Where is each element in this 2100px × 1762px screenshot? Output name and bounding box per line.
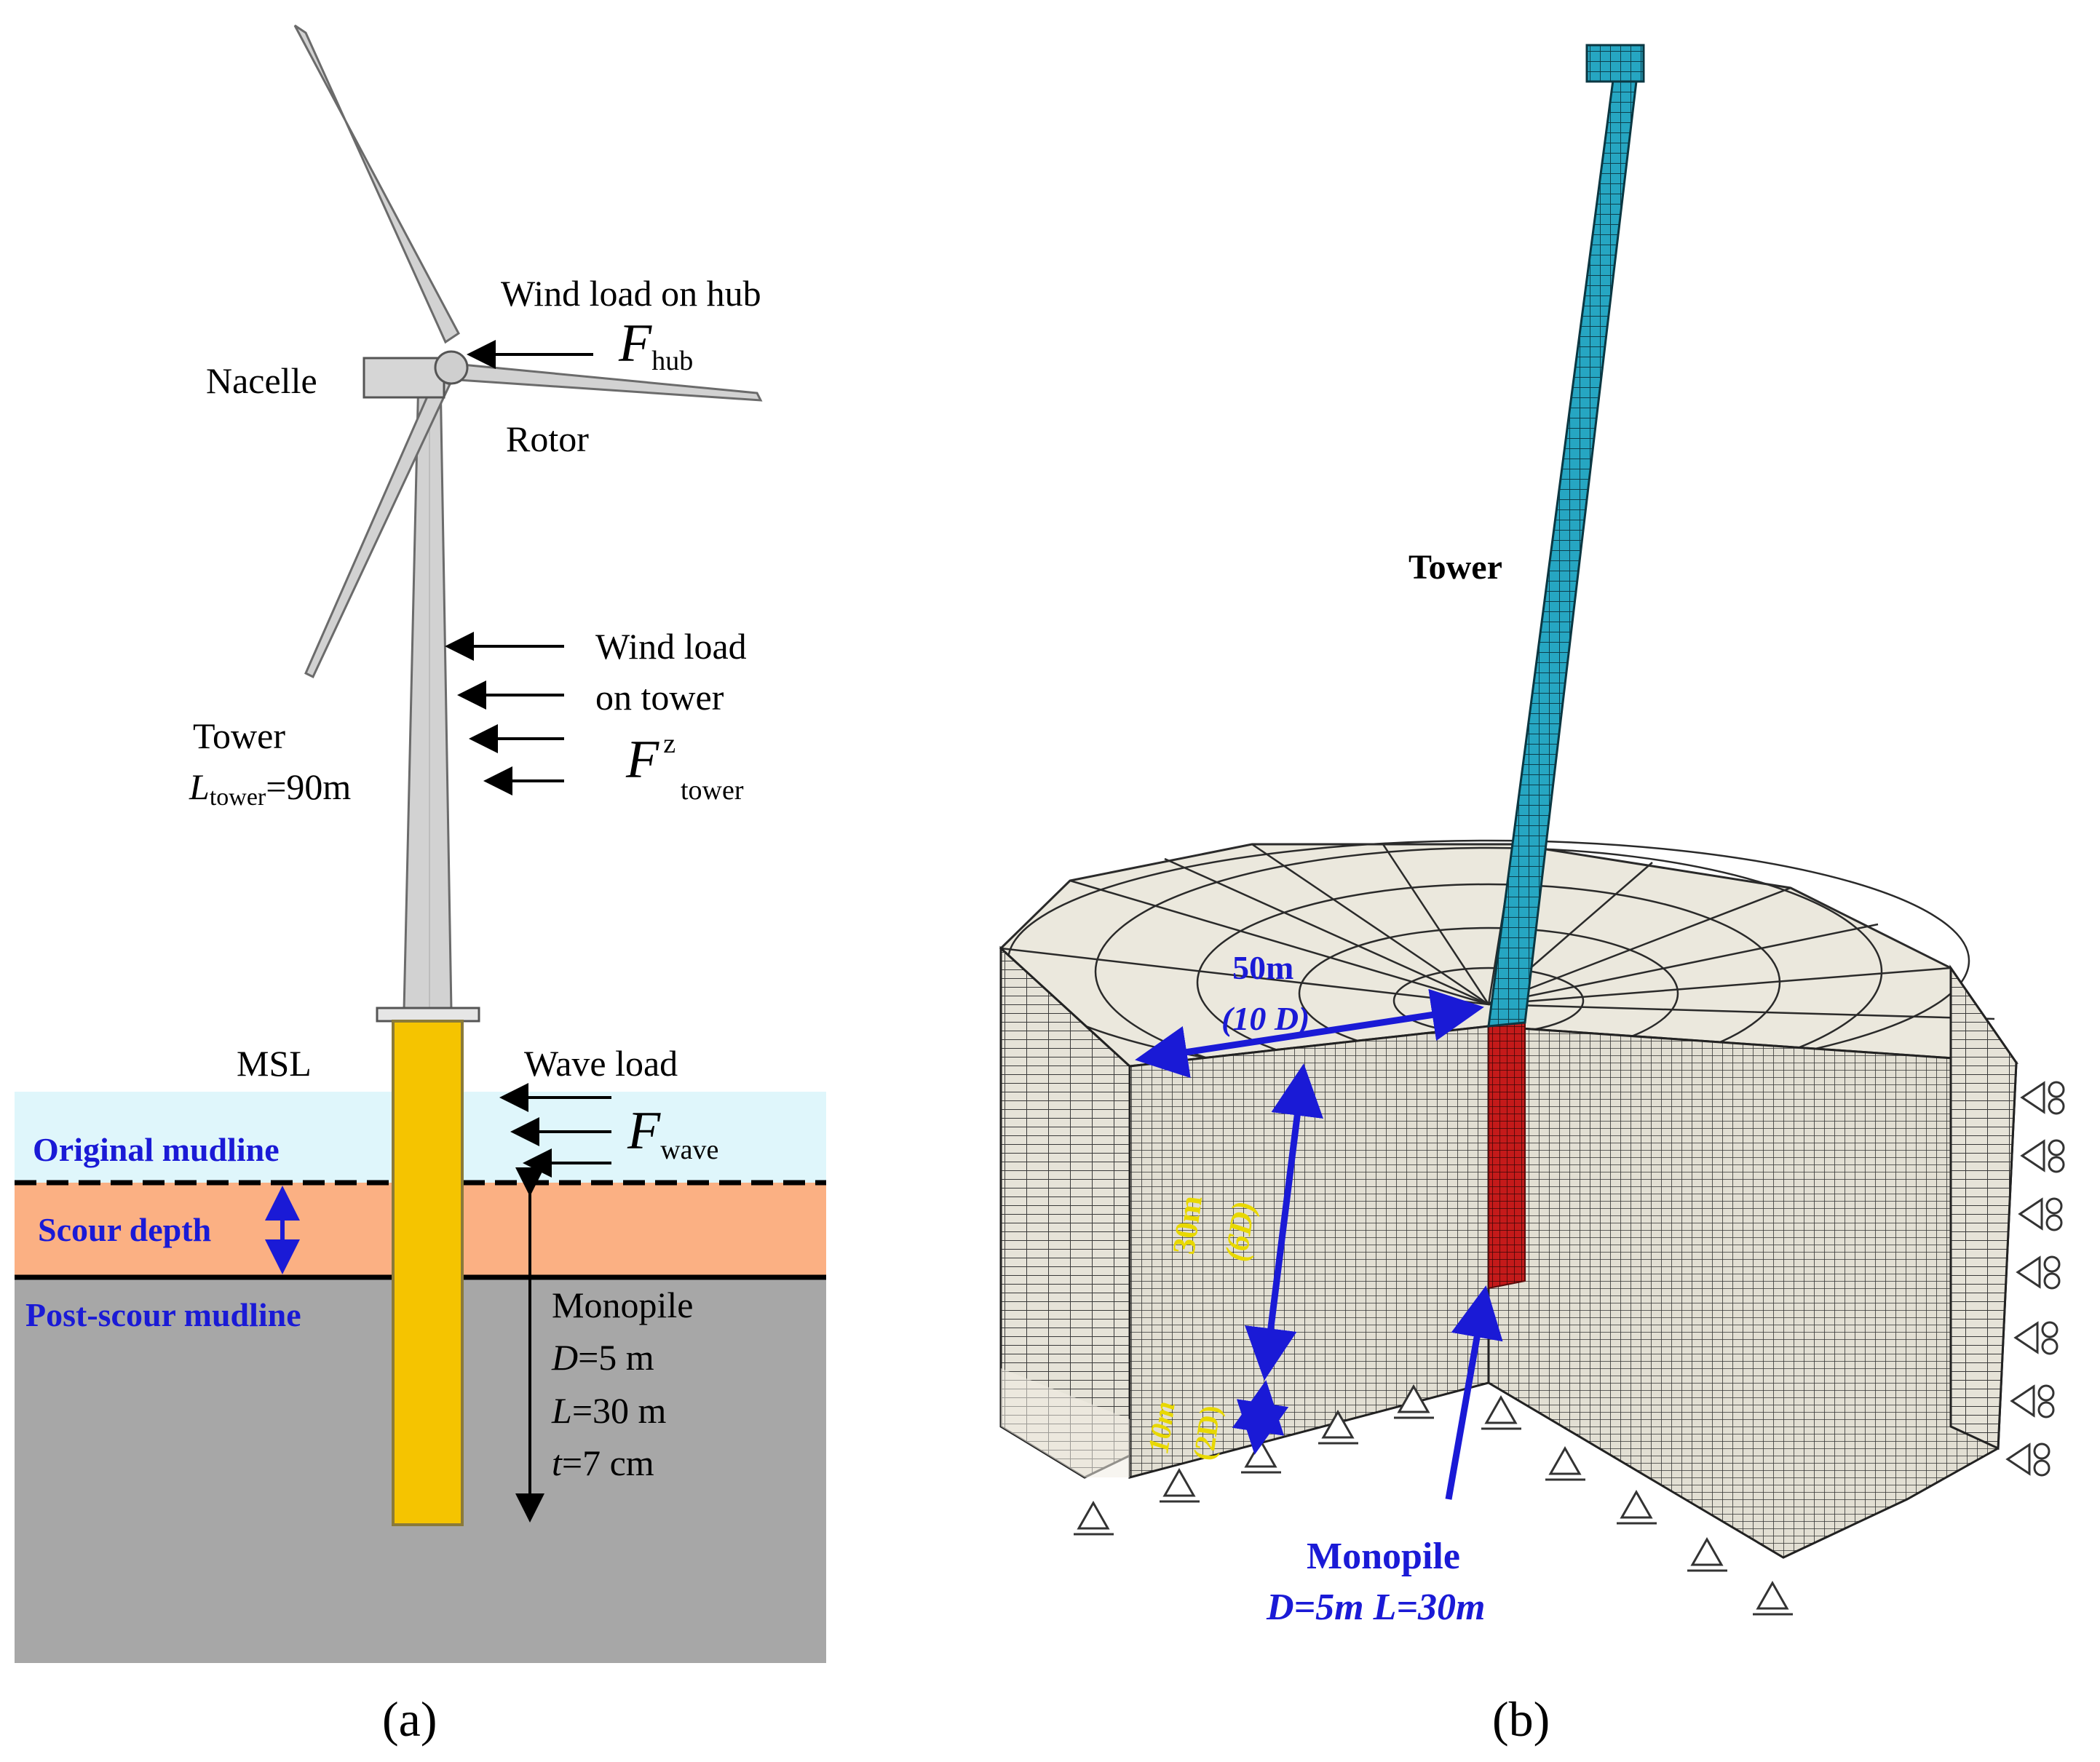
l-tower-value: =90m <box>266 766 351 807</box>
dim-30m-label: 30m <box>1165 1194 1209 1257</box>
svg-text:Fz: Fz <box>625 729 675 790</box>
nacelle-shape <box>362 357 445 399</box>
support-right-4 <box>2016 1255 2061 1290</box>
radius-dimension-arrow <box>1135 988 1484 1079</box>
tower-label: Tower <box>193 715 285 756</box>
nacelle-label: Nacelle <box>206 360 317 401</box>
depth-30m-arrow <box>1245 1063 1323 1381</box>
support-right-1 <box>2020 1081 2065 1115</box>
boundary-supports <box>1074 1081 2065 1616</box>
support-bottom-5 <box>1394 1384 1434 1419</box>
support-bottom-9 <box>1687 1536 1727 1572</box>
depth-10m-arrow <box>1232 1380 1289 1455</box>
dim-6d-label: (6D) <box>1218 1199 1261 1263</box>
f-tower-subscript: tower <box>681 775 744 806</box>
support-bottom-6 <box>1481 1394 1521 1430</box>
l-tower-symbol: L <box>189 766 210 807</box>
monopile-dims-label-b: D=5m L=30m <box>1266 1587 1485 1628</box>
f-tower-symbol: F <box>625 730 659 790</box>
panel-b-caption: (b) <box>1492 1691 1550 1747</box>
svg-text:Ltower=90m: Ltower=90m <box>189 766 351 811</box>
wind-tower-label-2: on tower <box>595 677 724 718</box>
original-mudline-label: Original mudline <box>33 1131 280 1168</box>
d-symbol: D <box>551 1337 578 1378</box>
f-wave-symbol: F <box>627 1101 661 1161</box>
dim-10d-label: (10 D) <box>1221 1000 1309 1037</box>
support-right-3 <box>2018 1197 2063 1231</box>
f-tower-superscript: z <box>663 729 675 759</box>
support-right-6 <box>2010 1384 2055 1418</box>
dim-50m-label: 50m <box>1232 949 1293 986</box>
monopile-mesh <box>1488 1021 1526 1290</box>
f-hub-symbol: F <box>618 314 652 373</box>
soil-right-wall <box>1949 964 2018 1451</box>
support-right-5 <box>2013 1321 2059 1355</box>
msl-label: MSL <box>237 1043 312 1084</box>
support-right-2 <box>2020 1139 2065 1173</box>
rotor-label: Rotor <box>506 418 589 459</box>
monopile-pointer-arrow <box>1445 1285 1503 1500</box>
svg-text:Fhub: Fhub <box>618 314 693 376</box>
support-bottom-1 <box>1074 1500 1114 1536</box>
support-bottom-8 <box>1617 1489 1657 1525</box>
dim-2d-label: (2D) <box>1186 1403 1227 1462</box>
f-wave-subscript: wave <box>660 1135 718 1165</box>
soil-cut-face-right <box>1487 1025 2018 1559</box>
wind-hub-label: Wind load on hub <box>501 273 761 314</box>
turbine-tower <box>403 373 453 1012</box>
panel-b: Tower 50m (10 D) 30m (6D) 10m (2D) Monop… <box>999 44 2065 1747</box>
transition-piece <box>376 1007 480 1023</box>
support-bottom-4 <box>1318 1409 1358 1445</box>
rotor-blade-upper <box>293 24 460 344</box>
support-right-7 <box>2005 1442 2051 1477</box>
svg-text:D=5 m: D=5 m <box>551 1337 654 1378</box>
wind-tower-label-1: Wind load <box>595 626 747 667</box>
svg-text:L=30 m: L=30 m <box>551 1390 667 1431</box>
scour-depth-label: Scour depth <box>38 1211 211 1248</box>
svg-text:Fwave: Fwave <box>627 1101 718 1165</box>
soil-bottom-band <box>1001 1368 1130 1477</box>
monopile-label-a: Monopile <box>552 1285 693 1325</box>
l-symbol: L <box>551 1390 572 1431</box>
l-tower-subscript: tower <box>210 784 266 811</box>
l-value: =30 m <box>572 1390 667 1431</box>
d-value: =5 m <box>578 1337 654 1378</box>
dim-10m-label: 10m <box>1141 1400 1181 1456</box>
tower-top-mesh <box>1585 44 1645 83</box>
tower-label-b: Tower <box>1408 548 1502 587</box>
support-bottom-10 <box>1753 1580 1793 1616</box>
rotor-blade-right <box>453 362 763 402</box>
post-scour-mudline-label: Post-scour mudline <box>25 1296 301 1333</box>
t-value: =7 cm <box>562 1442 654 1483</box>
svg-text:t=7 cm: t=7 cm <box>552 1442 654 1483</box>
hub-shape <box>434 350 469 385</box>
panel-a-caption: (a) <box>382 1691 437 1747</box>
wave-load-label: Wave load <box>524 1043 678 1084</box>
monopile-label-b: Monopile <box>1307 1536 1460 1577</box>
f-hub-subscript: hub <box>651 346 693 376</box>
support-bottom-7 <box>1545 1445 1585 1481</box>
monopile-shape <box>392 1020 464 1526</box>
support-bottom-2 <box>1160 1467 1200 1503</box>
t-symbol: t <box>552 1442 563 1483</box>
panel-a: Wind load on hub Fhub Nacelle Rotor Wind… <box>15 24 826 1747</box>
